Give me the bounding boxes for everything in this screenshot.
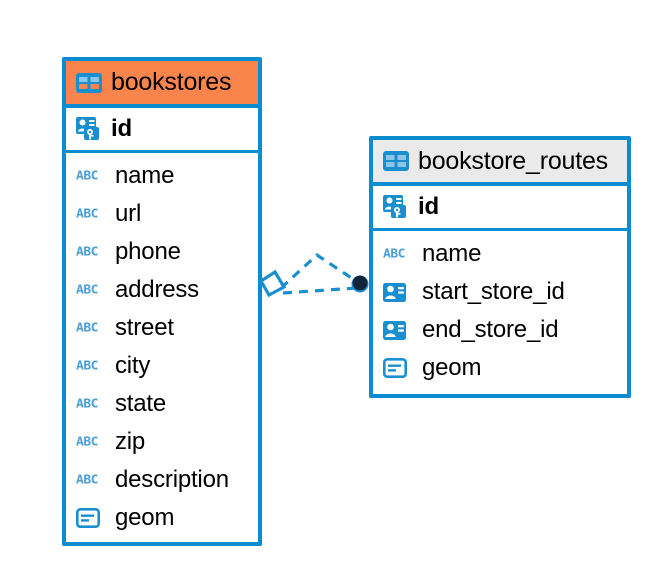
- field-label: id: [418, 193, 439, 220]
- primary-key-icon: [76, 117, 102, 141]
- abc-icon: ABC: [76, 397, 98, 411]
- field-row-primary-key[interactable]: id: [373, 186, 627, 231]
- foreign-key-icon: [383, 320, 413, 340]
- field-row-description[interactable]: ABC description: [66, 461, 258, 499]
- field-row-street[interactable]: ABC street: [66, 309, 258, 347]
- field-row-geom[interactable]: geom: [66, 499, 258, 537]
- abc-icon: ABC: [76, 245, 98, 259]
- field-label: description: [115, 466, 229, 493]
- field-label: street: [115, 314, 174, 341]
- field-label: name: [422, 240, 482, 267]
- field-label: zip: [115, 428, 146, 455]
- foreign-key-icon: [383, 282, 413, 302]
- field-row-end-store-id[interactable]: end_store_id: [373, 311, 627, 349]
- abc-icon: ABC: [76, 207, 98, 221]
- abc-icon: ABC: [76, 473, 98, 487]
- entity-header-bookstore-routes[interactable]: bookstore_routes: [373, 140, 627, 186]
- geometry-icon: [76, 508, 106, 528]
- field-row-address[interactable]: ABC address: [66, 271, 258, 309]
- entity-header-bookstores[interactable]: bookstores: [66, 61, 258, 108]
- field-row-name[interactable]: ABC name: [66, 157, 258, 195]
- field-label: name: [115, 162, 175, 189]
- field-row-name[interactable]: ABC name: [373, 235, 627, 273]
- entity-table-bookstore-routes[interactable]: bookstore_routes id: [369, 136, 631, 398]
- field-label: geom: [115, 504, 175, 531]
- field-label: url: [115, 200, 142, 227]
- relationship-edge-upper: [279, 252, 360, 290]
- field-label: address: [115, 276, 199, 303]
- abc-icon: ABC: [76, 359, 98, 373]
- abc-icon: ABC: [76, 283, 98, 297]
- primary-key-icon: [383, 195, 409, 219]
- field-label: phone: [115, 238, 181, 265]
- field-label: city: [115, 352, 151, 379]
- abc-icon: ABC: [76, 435, 98, 449]
- table-icon: [383, 151, 409, 171]
- field-label: start_store_id: [422, 278, 565, 305]
- abc-icon: ABC: [76, 169, 98, 183]
- abc-icon: ABC: [76, 321, 98, 335]
- field-label: id: [111, 115, 132, 142]
- diamond-marker: [258, 269, 287, 298]
- entity-table-bookstores[interactable]: bookstores id: [62, 57, 262, 546]
- field-row-city[interactable]: ABC city: [66, 347, 258, 385]
- field-label: geom: [422, 354, 482, 381]
- relationship-edge-lower: [282, 286, 358, 295]
- field-row-zip[interactable]: ABC zip: [66, 423, 258, 461]
- abc-icon: ABC: [383, 247, 405, 261]
- field-row-phone[interactable]: ABC phone: [66, 233, 258, 271]
- filled-circle-marker: [351, 275, 369, 293]
- field-list-bookstores: ABC name ABC url ABC phone ABC address A…: [66, 153, 258, 537]
- entity-title: bookstores: [111, 68, 232, 96]
- field-row-geom[interactable]: geom: [373, 349, 627, 387]
- relationship-connector[interactable]: [255, 243, 380, 315]
- geometry-icon: [383, 358, 413, 378]
- field-row-primary-key[interactable]: id: [66, 108, 258, 153]
- field-label: state: [115, 390, 167, 417]
- field-row-state[interactable]: ABC state: [66, 385, 258, 423]
- field-list-bookstore-routes: ABC name start_store_id: [373, 231, 627, 387]
- table-icon: [76, 72, 102, 93]
- field-row-start-store-id[interactable]: start_store_id: [373, 273, 627, 311]
- entity-title: bookstore_routes: [418, 146, 608, 175]
- field-label: end_store_id: [422, 316, 559, 343]
- field-row-url[interactable]: ABC url: [66, 195, 258, 233]
